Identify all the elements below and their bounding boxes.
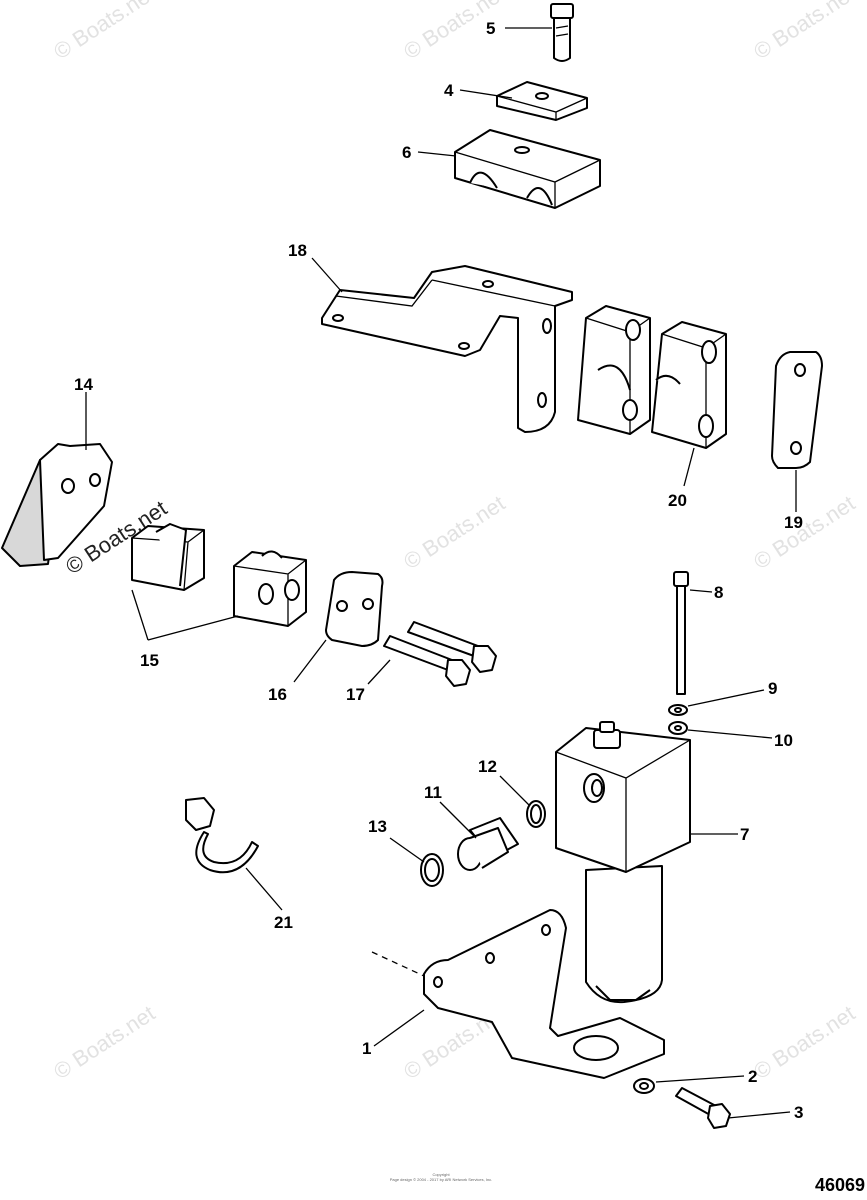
callout-9: 9 xyxy=(768,679,777,698)
watermark-1: © Boats.net xyxy=(49,0,159,64)
split-block xyxy=(577,305,651,435)
callout-labels: 5 4 6 18 14 15 16 17 19 20 8 9 10 7 11 1… xyxy=(74,19,803,1122)
callout-2: 2 xyxy=(748,1067,757,1086)
callout-20: 20 xyxy=(668,491,687,510)
part-19-plate xyxy=(771,351,823,469)
part-21-clamp xyxy=(185,797,259,874)
figure-number: 46069 xyxy=(814,1175,865,1195)
callout-13: 13 xyxy=(368,817,387,836)
callout-15: 15 xyxy=(140,651,159,670)
copyright-line-2: Page design © 2004 - 2017 by ARI Network… xyxy=(389,1177,493,1182)
callout-1: 1 xyxy=(362,1039,371,1058)
callout-18: 18 xyxy=(288,241,307,260)
watermark-6: © Boats.net xyxy=(49,1000,159,1084)
callout-5: 5 xyxy=(486,19,495,38)
part-8-long-bolt xyxy=(673,571,689,695)
part-1-bracket xyxy=(371,909,665,1079)
callout-11: 11 xyxy=(424,783,442,802)
callout-17: 17 xyxy=(346,685,365,704)
part-18-bracket xyxy=(321,265,573,433)
callout-6: 6 xyxy=(402,143,411,162)
part-2-3-fasteners xyxy=(633,1078,731,1129)
callout-21: 21 xyxy=(274,913,293,932)
copyright-line-1: Copyright xyxy=(432,1172,450,1177)
part-12-13-orings xyxy=(420,800,546,887)
part-6-block xyxy=(454,129,601,209)
watermark-3: © Boats.net xyxy=(749,0,859,64)
part-16-plate xyxy=(325,571,384,647)
part-4-plate xyxy=(496,81,588,121)
callout-14: 14 xyxy=(74,375,93,394)
callout-3: 3 xyxy=(794,1103,803,1122)
part-15-blocks xyxy=(131,523,307,627)
callout-12: 12 xyxy=(478,757,497,776)
callout-7: 7 xyxy=(740,825,749,844)
callout-19: 19 xyxy=(784,513,803,532)
part-14-mount xyxy=(1,443,113,567)
copyright-notice: Copyright Page design © 2004 - 2017 by A… xyxy=(376,1172,506,1182)
part-5-bolt xyxy=(550,3,574,62)
leader-lines xyxy=(85,27,797,1119)
part-11-fitting xyxy=(457,817,519,871)
part-17-bolts xyxy=(383,621,497,687)
callout-10: 10 xyxy=(774,731,793,750)
part-7-filter-assembly xyxy=(555,721,691,1004)
part-20-block xyxy=(651,321,727,449)
watermark-8: © Boats.net xyxy=(749,1000,859,1084)
callout-8: 8 xyxy=(714,583,723,602)
watermark-5: © Boats.net xyxy=(749,490,859,574)
callout-16: 16 xyxy=(268,685,287,704)
callout-4: 4 xyxy=(444,81,454,100)
part-9-10-washers xyxy=(668,704,688,735)
watermark-4: © Boats.net xyxy=(399,490,509,574)
